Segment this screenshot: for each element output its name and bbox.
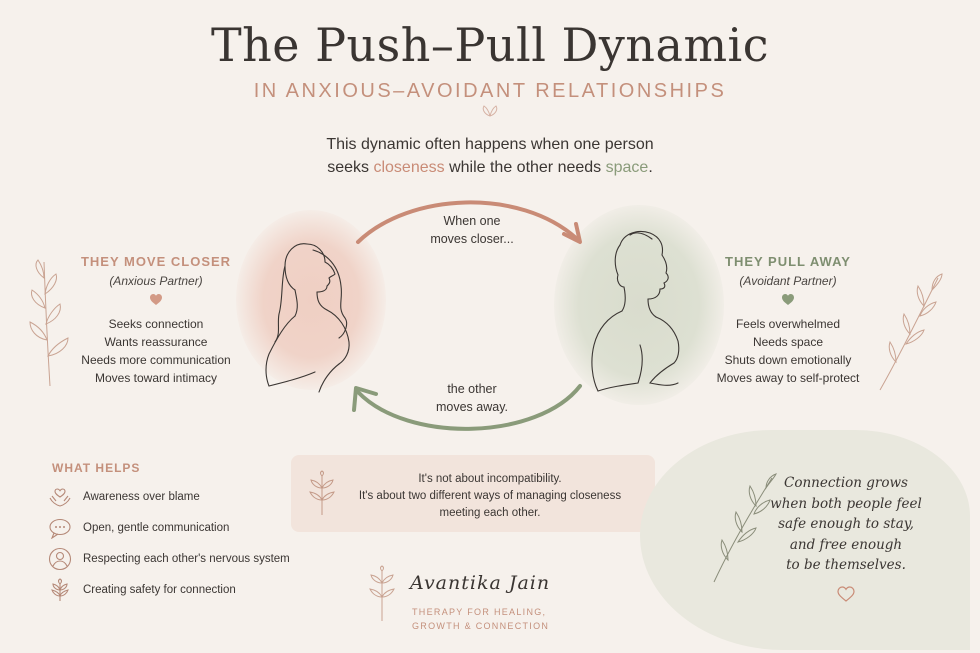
away-arrow-icon	[352, 384, 582, 431]
help-item-safety: Creating safety for connection	[46, 577, 236, 603]
closeness-highlight: closeness	[373, 159, 445, 176]
closer-arrow-label: When one moves closer...	[430, 214, 514, 246]
list-item: Feels overwhelmed	[735, 317, 841, 331]
help-item-nervous-system: Respecting each other's nervous system	[46, 546, 290, 572]
anxious-list: Seeks connection Wants reassurance Needs…	[64, 315, 248, 387]
speech-bubble-icon	[46, 515, 74, 541]
branch-icon	[713, 473, 777, 583]
list-item: Shuts down emotionally	[724, 353, 852, 367]
heart-icon	[64, 293, 248, 311]
intro-text: This dynamic often happens when one pers…	[240, 133, 740, 179]
avoidant-panel: THEY PULL AWAY (Avoidant Partner) Feels …	[696, 254, 880, 387]
sprig-icon	[369, 565, 395, 621]
help-item-communication: Open, gentle communication	[46, 515, 229, 541]
space-highlight: space	[605, 159, 649, 176]
heart-icon	[696, 293, 880, 311]
page-subtitle: IN ANXIOUS–AVOIDANT RELATIONSHIPS	[253, 80, 727, 102]
quote-blob	[640, 430, 970, 650]
anxious-panel: THEY MOVE CLOSER (Anxious Partner) Seeks…	[64, 254, 248, 387]
callout-text: It's not about incompatibility. It's abo…	[358, 473, 622, 519]
woman-figure-icon	[265, 243, 350, 393]
closer-arrow-icon	[356, 200, 582, 244]
man-figure-icon	[591, 230, 680, 392]
heart-hands-icon	[46, 484, 74, 510]
list-item: Moves away to self-protect	[716, 371, 860, 385]
leaf-icon	[482, 105, 498, 117]
list-item: Seeks connection	[108, 317, 204, 331]
anxious-panel-title: THEY MOVE CLOSER	[80, 254, 232, 269]
person-circle-icon	[46, 546, 74, 572]
avoidant-list: Feels overwhelmed Needs space Shuts down…	[696, 315, 880, 387]
what-helps-title: WHAT HELPS	[52, 461, 141, 475]
list-item: Moves toward intimacy	[94, 371, 218, 385]
list-item: Wants reassurance	[104, 335, 208, 349]
signature-tagline: THERAPY FOR HEALING, GROWTH & CONNECTION	[412, 607, 550, 631]
help-item-awareness: Awareness over blame	[46, 484, 200, 510]
list-item: Needs space	[752, 335, 824, 349]
avoidant-panel-title: THEY PULL AWAY	[725, 254, 851, 269]
page-title: The Push–Pull Dynamic	[210, 18, 770, 72]
anxious-panel-subtitle: (Anxious Partner)	[109, 274, 203, 288]
closing-quote: Connection grows when both people feel s…	[770, 475, 922, 573]
away-arrow-label: the other moves away.	[435, 382, 508, 414]
leaf-icon	[46, 577, 74, 603]
list-item: Needs more communication	[81, 353, 231, 367]
avoidant-panel-subtitle: (Avoidant Partner)	[739, 274, 837, 288]
intro-line-1: This dynamic often happens when one pers…	[326, 136, 654, 153]
branch-icon	[879, 273, 943, 391]
signature-name: Avantika Jain	[410, 572, 551, 594]
branch-icon	[29, 259, 69, 387]
sprout-icon	[309, 470, 335, 515]
avoidant-partner-blob	[554, 205, 724, 405]
intro-line-2: seeks closeness while the other needs sp…	[327, 159, 653, 176]
callout-box	[291, 455, 655, 532]
heart-outline-icon	[837, 586, 855, 602]
